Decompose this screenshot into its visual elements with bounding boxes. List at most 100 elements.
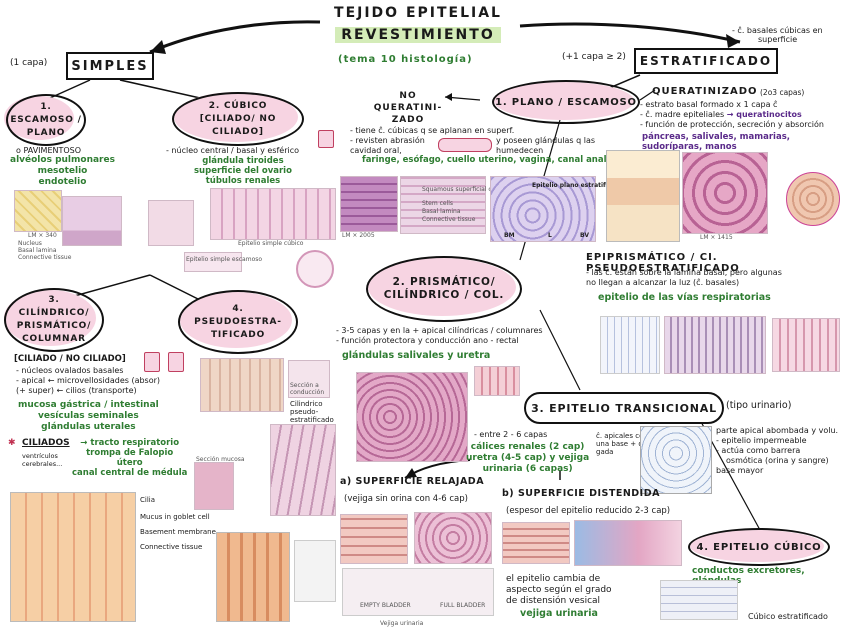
relajada-image-1 — [340, 514, 408, 564]
plano-img-label-bm: BM — [504, 232, 515, 239]
pseudo-image-5 — [216, 532, 290, 622]
relajada-image-2 — [414, 512, 492, 564]
title-line-2: REVESTIMIENTO — [318, 24, 518, 46]
distendida-image-1 — [502, 522, 570, 564]
pseudo-img-label-3: Sección mucosa — [196, 456, 245, 463]
vejiga-img-label-empty: EMPTY BLADDER — [360, 602, 411, 609]
cubico-estr-label: 4. EPITELIO CÚBICO — [696, 541, 822, 553]
ciliados-label: CILIADOS — [22, 438, 70, 448]
cell-icon-cilindrico-2 — [168, 352, 184, 372]
cubico-image-round — [296, 250, 334, 288]
transicional-right-notes: parte apical abombada y volu. - epitelio… — [716, 426, 839, 475]
cubico-img-label-2: Epitelio simple escamoso — [186, 256, 263, 263]
plano-oval: 1. PLANO / ESCAMOSO — [492, 80, 640, 124]
simples-label: SIMPLES — [71, 58, 149, 74]
escamoso-oval: 1. ESCAMOSO / PLANO — [6, 94, 86, 146]
cubico-note: - núcleo central / basal y esférico — [166, 146, 299, 155]
plano-image-micro — [490, 176, 596, 242]
cilindrico-notes: - núcleos ovalados basales - apical ← mi… — [16, 366, 161, 395]
prismatico-image-histology — [356, 372, 468, 462]
epiprismatico-image-3 — [772, 318, 840, 372]
pseudo-image-3 — [194, 462, 234, 510]
plano-img-label-lm: LM × 2005 — [342, 232, 375, 239]
distendida-image-2 — [574, 520, 682, 566]
escamoso-label: 1. ESCAMOSO / PLANO — [10, 101, 82, 138]
cilindrico-examples: mucosa gástrica / intestinal vesículas s… — [18, 400, 159, 432]
escamoso-image-surface — [14, 190, 62, 232]
epiprismatico-label: EPIPRISMÁTICO / CI. PSEUDOESTRATIFICADO — [586, 252, 740, 274]
epiprismatico-image-2 — [664, 316, 766, 374]
epiprismatico-image-1 — [600, 316, 660, 374]
plano-img-labels: Squamous superficial cells Stem cells Ba… — [422, 186, 502, 223]
cilindrico-subhead: [CILIADO / NO CILIADO] — [14, 354, 126, 364]
cilindrico-oval: 3. CILÍNDRICO/ PRISMÁTICO/ COLUMNAR — [4, 288, 104, 352]
cubico-estr-image — [660, 580, 738, 620]
plano-notes: - tiene ĉ. cúbicas q se aplanan en super… — [350, 126, 515, 155]
plano-img-label-bv: BV — [580, 232, 589, 239]
pseudo-image-2 — [288, 360, 330, 398]
transicional-examples: cálices renales (2 cap) uretra (4-5 cap)… — [466, 442, 590, 474]
estratificado-top-note: - ĉ. basales cúbicas en superficie — [732, 26, 823, 44]
prismatico-examples: glándulas salivales y uretra — [342, 350, 491, 361]
vejiga-img-label-title: Vejiga urinaria — [380, 620, 424, 627]
plano-image-histology — [340, 176, 398, 232]
distendida-note: (espesor del epitelio reducido 2-3 cap) — [506, 506, 671, 516]
estratificado-label: ESTRATIFICADO — [639, 54, 773, 68]
relajada-label: a) SUPERFICIE RELAJADA — [340, 476, 485, 487]
estratificado-box: ESTRATIFICADO — [634, 48, 778, 74]
prismatico-notes: - 3-5 capas y en la + apical cilíndricas… — [336, 326, 543, 345]
cubico-image-tubule — [148, 200, 194, 246]
prismatico-oval: 2. PRISMÁTICO/ CILÍNDRICO / COL. — [366, 256, 522, 322]
transicional-box: 3. EPITELIO TRANSICIONAL — [524, 392, 724, 424]
escamoso-img-labels: Nucleus Basal lamina Connective tissue — [18, 240, 72, 261]
escamoso-img-label-lm: LM × 340 — [28, 232, 57, 239]
plano-label: 1. PLANO / ESCAMOSO — [495, 96, 637, 108]
plano-image-diagram — [400, 176, 486, 234]
cell-icon-cubico — [318, 130, 334, 148]
queratinizado-notes: - estrato basal formado x 1 capa ĉ - ĉ. … — [640, 100, 824, 129]
plano-img-label-title: Epitelio plano estratificado — [532, 182, 624, 189]
pseudo-img-label-1: Cilindrico pseudo-estratificado — [290, 400, 334, 424]
cilindrico-label: 3. CILÍNDRICO/ PRISMÁTICO/ COLUMNAR — [16, 295, 92, 344]
transicional-image-diagram — [640, 426, 712, 494]
no-queratinizado-label: NO QUERATINI-ZADO — [373, 91, 443, 125]
estratificado-note: (+1 capa ≥ 2) — [562, 52, 626, 62]
simples-box: SIMPLES — [66, 52, 154, 80]
relajada-note: (vejiga sin orina con 4-6 cap) — [344, 494, 468, 504]
vejiga-label: vejiga urinaria — [520, 608, 598, 619]
queratinizado-image-duct — [786, 172, 840, 226]
transicional-tipo: (tipo urinario) — [726, 400, 792, 411]
queratinizado-label: QUERATINIZADO — [652, 86, 758, 97]
plano-glands: y poseen glándulas q las humedecen — [496, 136, 596, 155]
plano-examples: faringe, esófago, cuello uterino, vagina… — [362, 155, 607, 165]
ciliados-notes: ventrículos cerebrales... — [22, 452, 63, 468]
cubico-oval: 2. CÚBICO [CILIADO/ NO CILIADO] — [172, 92, 304, 146]
distendida-label: b) SUPERFICIE DISTENDIDA — [502, 488, 660, 499]
cubico-image-escamoso — [184, 252, 242, 272]
transicional-notes: - entre 2 - 6 capas — [474, 430, 548, 439]
queratinizado-image-skin — [606, 150, 680, 242]
cubico-img-label-1: Epitelio simple cúbico — [238, 240, 304, 247]
plano-img-label-l: L — [548, 232, 552, 239]
escamoso-image-block — [62, 196, 122, 246]
pseudo-oval: 4. PSEUDOESTRA-TIFICADO — [178, 290, 298, 354]
transicional-apical-note: ĉ. apicales con una base + del- gada — [596, 432, 652, 456]
queratinizado-count: (2o3 capas) — [760, 88, 805, 97]
title-subtitle: (tema 10 histología) — [338, 54, 473, 65]
cell-icon-cilindrico-1 — [144, 352, 160, 372]
pseudo-label: 4. PSEUDOESTRA-TIFICADO — [194, 303, 282, 340]
pseudo-image-1 — [200, 358, 284, 412]
vejiga-img-label-full: FULL BLADDER — [440, 602, 486, 609]
cubico-estr-oval: 4. EPITELIO CÚBICO — [688, 528, 830, 566]
cubico-image-diagram — [210, 188, 336, 240]
escamoso-note: o PAVIMENTOSO — [16, 146, 82, 155]
pseudo-image-6 — [294, 540, 336, 602]
cubico-estr-img-label: Cúbico estratificado — [748, 612, 828, 621]
ciliados-examples: → tracto respiratorio trompa de Falopio … — [72, 438, 188, 478]
prismatico-image-diagram — [474, 366, 520, 396]
ciliados-star-icon: ✱ — [8, 438, 16, 448]
simples-note: (1 capa) — [10, 58, 48, 68]
transicional-change-note: el epitelio cambia de aspecto según el g… — [506, 574, 612, 606]
queratinizado-examples: páncreas, salivales, mamarias, sudorípar… — [642, 132, 790, 152]
pseudo-img-label-2: Sección a conducción — [290, 382, 325, 396]
